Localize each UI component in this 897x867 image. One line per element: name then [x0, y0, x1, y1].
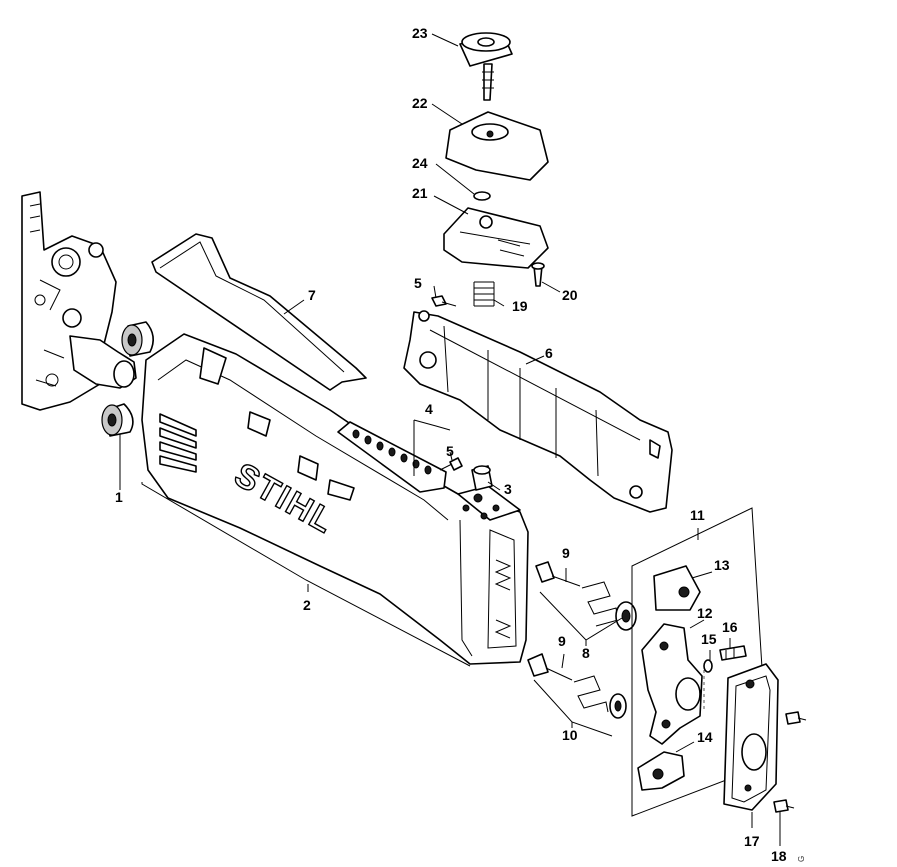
callout-23: 23 — [412, 25, 428, 41]
callout-12: 12 — [697, 605, 713, 621]
part-19-spring — [473, 281, 495, 307]
part-5-screw-upper — [431, 295, 457, 307]
callout-labels: 1 2 3 4 5 5 6 7 8 9 9 10 11 12 13 14 15 … — [115, 25, 787, 864]
part-3-nut — [471, 465, 493, 491]
part-23-knob — [459, 32, 513, 101]
engine-housing — [21, 191, 137, 411]
callout-22: 22 — [412, 95, 428, 111]
part-10-spring — [573, 675, 627, 719]
part-21-base — [443, 207, 549, 269]
callout-9-lower: 9 — [558, 633, 566, 649]
part-8-spring — [581, 581, 637, 631]
part-18-screw-lower — [773, 799, 795, 813]
callout-19: 19 — [512, 298, 528, 314]
part-22-cap — [445, 111, 549, 181]
callout-24: 24 — [412, 155, 428, 171]
callout-20: 20 — [562, 287, 578, 303]
part-16-screw — [719, 645, 747, 661]
part-18-screw-upper — [785, 711, 807, 725]
callout-21: 21 — [412, 185, 428, 201]
callout-1: 1 — [115, 489, 123, 505]
part-20-screw — [531, 262, 545, 287]
part-15-washer — [703, 659, 713, 673]
callout-11: 11 — [690, 507, 705, 523]
callout-15: 15 — [701, 631, 717, 647]
callout-5-lower: 5 — [446, 443, 454, 459]
part-7-cover-strip — [151, 233, 367, 391]
callout-5-upper: 5 — [414, 275, 422, 291]
part-24-o-ring — [473, 191, 491, 201]
part-14-mount-piece — [637, 751, 685, 791]
part-5-screw-lower — [439, 457, 463, 471]
callout-7: 7 — [308, 287, 316, 303]
callout-3: 3 — [504, 481, 512, 497]
callout-9-upper: 9 — [562, 545, 570, 561]
part-4-spacer-plate — [337, 421, 447, 493]
part-1-damper — [101, 321, 154, 437]
vent-slots — [159, 413, 197, 473]
callout-8: 8 — [582, 645, 590, 661]
callout-13: 13 — [714, 557, 730, 573]
part-13-mount-piece — [653, 565, 701, 611]
part-17-cover-plate — [723, 663, 779, 811]
callout-10: 10 — [562, 727, 578, 743]
part-12-bracket — [641, 623, 703, 745]
corner-reference-mark: G — [797, 856, 806, 862]
callout-16: 16 — [722, 619, 738, 635]
part-9-screw-upper — [535, 561, 581, 587]
callout-17: 17 — [744, 833, 760, 849]
callout-4: 4 — [425, 401, 433, 417]
callout-14: 14 — [697, 729, 713, 745]
leader-lines — [119, 33, 781, 846]
callout-6: 6 — [545, 345, 553, 361]
part-2-handle-housing: STIHL — [141, 333, 529, 665]
part-6-inner-shell — [403, 310, 673, 513]
callout-2: 2 — [303, 597, 311, 613]
part-9-screw-lower — [527, 653, 573, 681]
callout-18: 18 — [771, 848, 787, 864]
